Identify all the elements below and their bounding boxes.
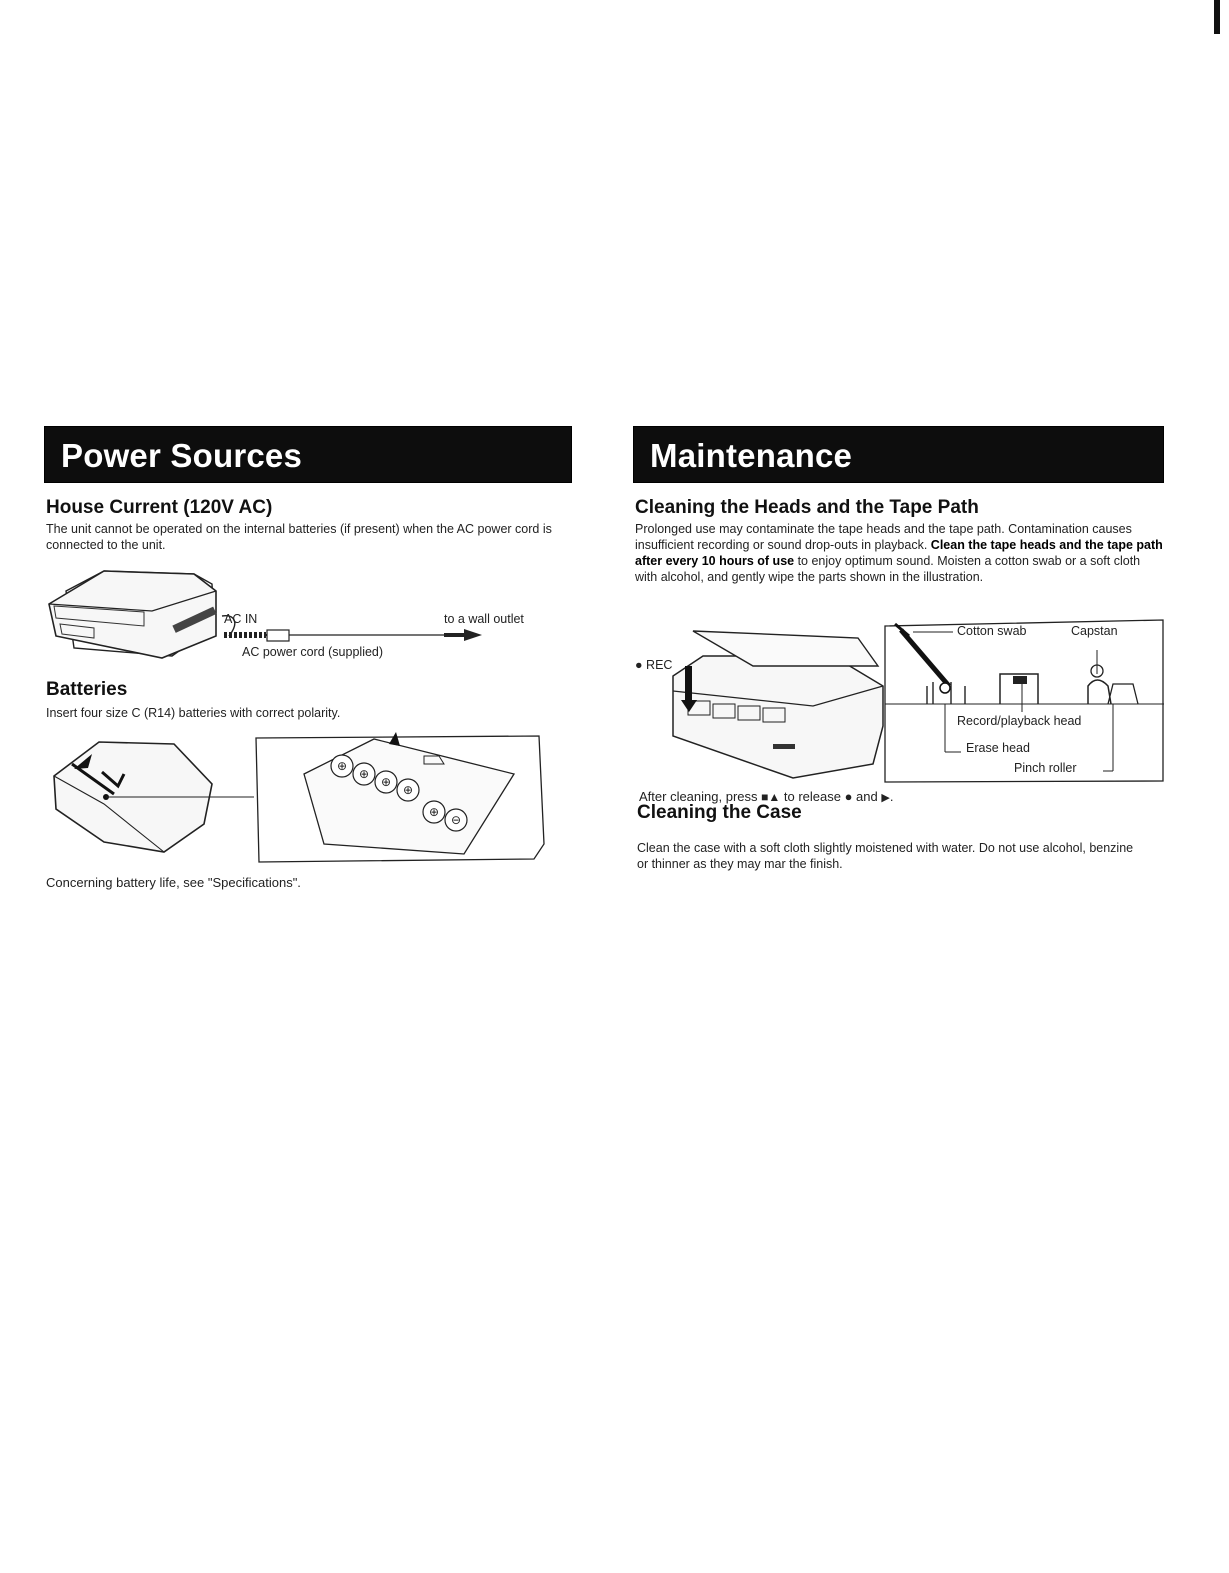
erase-head-label: Erase head (966, 741, 1030, 755)
record-dot-icon: ● (844, 789, 853, 804)
rec-label-text: REC (646, 658, 673, 672)
tape-deck-drawing (672, 619, 1164, 783)
after-cleaning-prefix: After cleaning, press (639, 789, 762, 804)
rec-dot-icon: ● (635, 658, 643, 672)
head-cleaning-illustration: ● REC Cotton swab Capstan Record/playbac… (633, 616, 1164, 786)
power-sources-section: Power Sources House Current (120V AC) Th… (44, 426, 572, 890)
heads-text-rest: to enjoy optimum sound. Moisten a cotton… (635, 554, 1141, 584)
svg-text:⊕: ⊕ (429, 805, 439, 819)
svg-text:⊕: ⊕ (403, 783, 413, 797)
ac-cord-illustration: AC IN to a wall outlet AC power cord (su… (44, 566, 564, 666)
heads-heading: Cleaning the Heads and the Tape Path (635, 497, 979, 518)
play-icon: ▶ (881, 792, 890, 804)
svg-text:⊕: ⊕ (337, 759, 347, 773)
after-cleaning-text: After cleaning, press ■▲ to release ● an… (639, 789, 894, 804)
after-cleaning-and: and (852, 789, 882, 804)
ac-in-label: AC IN (224, 612, 258, 626)
page-edge-mark (1214, 0, 1220, 34)
pinch-roller-label: Pinch roller (1014, 761, 1077, 775)
heads-text-intro: Prolonged use may contaminate the tape h… (635, 522, 1132, 552)
battery-life-note: Concerning battery life, see "Specificat… (46, 875, 301, 890)
house-current-heading: House Current (120V AC) (46, 497, 273, 518)
record-head-label: Record/playback head (957, 714, 1082, 728)
after-cleaning-middle: to release (780, 789, 845, 804)
battery-compartment-drawing: ⊕ ⊕ ⊕ ⊕ ⊕ ⊖ (53, 732, 545, 863)
maintenance-banner: Maintenance (633, 426, 1164, 483)
batteries-heading: Batteries (46, 679, 128, 700)
case-heading: Cleaning the Case (637, 802, 802, 823)
svg-text:⊕: ⊕ (359, 767, 369, 781)
rec-label: ● REC (635, 658, 672, 672)
capstan-label: Capstan (1071, 624, 1118, 638)
heads-text-bold: Clean the tape heads and the tape path a… (635, 538, 1163, 568)
svg-text:⊖: ⊖ (451, 813, 461, 827)
power-sources-banner: Power Sources (44, 426, 572, 483)
house-current-text: The unit cannot be operated on the inter… (46, 522, 552, 552)
svg-text:⊕: ⊕ (381, 775, 391, 789)
heads-text: Prolonged use may contaminate the tape h… (635, 521, 1164, 585)
stop-eject-icon: ■▲ (761, 790, 781, 804)
cassette-player-drawing (48, 570, 482, 659)
battery-illustration: ⊕ ⊕ ⊕ ⊕ ⊕ ⊖ (44, 732, 549, 870)
maintenance-section: Maintenance Cleaning the Heads and the T… (633, 426, 1164, 871)
ac-cord-label: AC power cord (supplied) (242, 645, 384, 659)
wall-outlet-label: to a wall outlet (444, 612, 524, 626)
batteries-text: Insert four size C (R14) batteries with … (46, 706, 341, 720)
cotton-swab-label: Cotton swab (957, 624, 1027, 638)
case-text: Clean the case with a soft cloth slightl… (637, 841, 1134, 871)
